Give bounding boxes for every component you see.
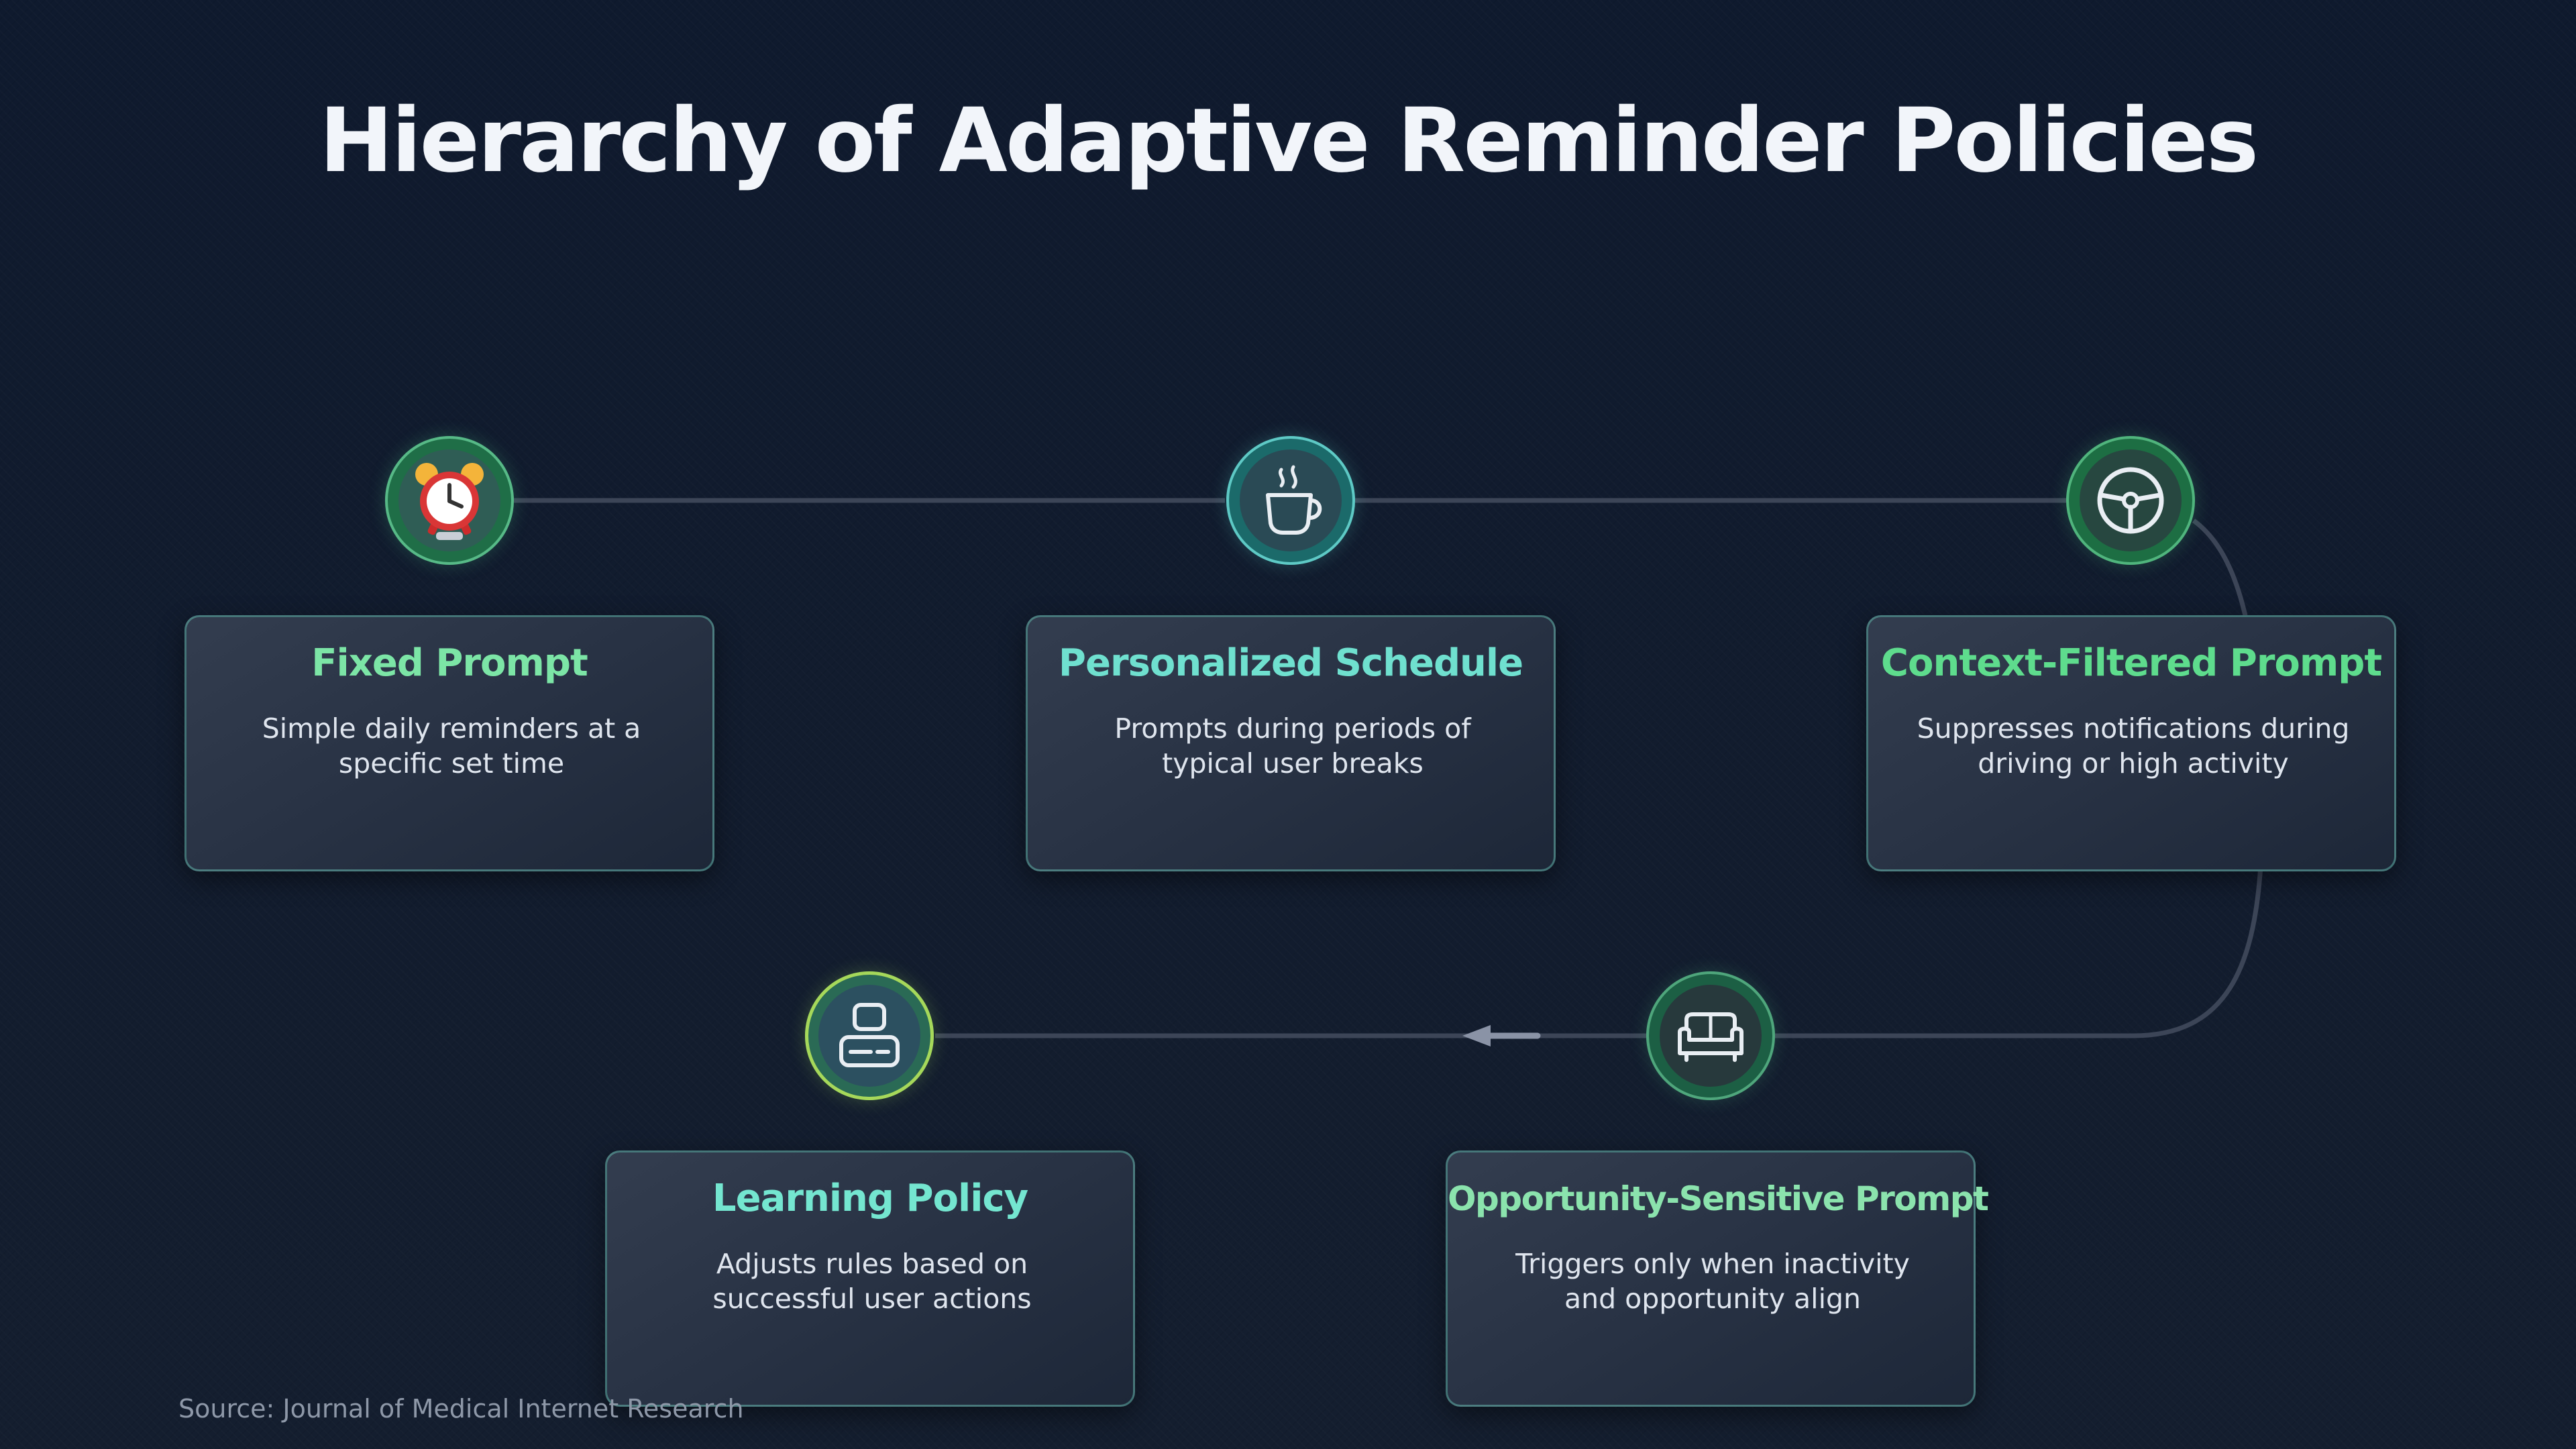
- step-4-node: [1646, 971, 1775, 1100]
- step-3-card: Context-Filtered Prompt Suppresses notif…: [1866, 615, 2396, 871]
- step-4-title: Opportunity-Sensitive Prompt: [1448, 1179, 1989, 1218]
- source-citation: Source: Journal of Medical Internet Rese…: [178, 1394, 744, 1424]
- step-3-node: [2066, 436, 2195, 565]
- step-5-title: Learning Policy: [712, 1177, 1028, 1220]
- steering-wheel-icon: [2097, 467, 2164, 534]
- step-4-card: Opportunity-Sensitive Prompt Triggers on…: [1446, 1150, 1989, 1407]
- step-5-description: Adjusts rules based on successful user a…: [712, 1248, 1032, 1315]
- step-1-node: [385, 436, 514, 565]
- step-4-description: Triggers only when inactivity and opport…: [1515, 1248, 1910, 1315]
- step-2-description: Prompts during periods of typical user b…: [1114, 712, 1471, 780]
- step-5-node: [805, 971, 934, 1100]
- step-1-description: Simple daily reminders at a specific set…: [262, 712, 641, 780]
- step-5-card: Learning Policy Adjusts rules based on s…: [605, 1150, 1135, 1407]
- step-2-node: [1226, 436, 1355, 565]
- coffee-cup-icon: [1266, 465, 1322, 535]
- step-1-title: Fixed Prompt: [311, 641, 588, 685]
- step-2-card: Personalized Schedule Prompts during per…: [1026, 615, 1556, 871]
- adaptive-device-icon: [839, 1003, 900, 1067]
- step-3-title: Context-Filtered Prompt: [1880, 641, 2382, 685]
- step-3-description: Suppresses notifications during driving …: [1917, 712, 2350, 780]
- diagram-title: Hierarchy of Adaptive Reminder Policies: [319, 89, 2259, 193]
- alarm-clock-icon: [415, 463, 484, 540]
- sofa-icon: [1678, 1012, 1743, 1062]
- step-2-title: Personalized Schedule: [1058, 641, 1523, 685]
- arrow-left-marker: [1462, 1025, 1491, 1046]
- step-1-card: Fixed Prompt Simple daily reminders at a…: [184, 615, 714, 871]
